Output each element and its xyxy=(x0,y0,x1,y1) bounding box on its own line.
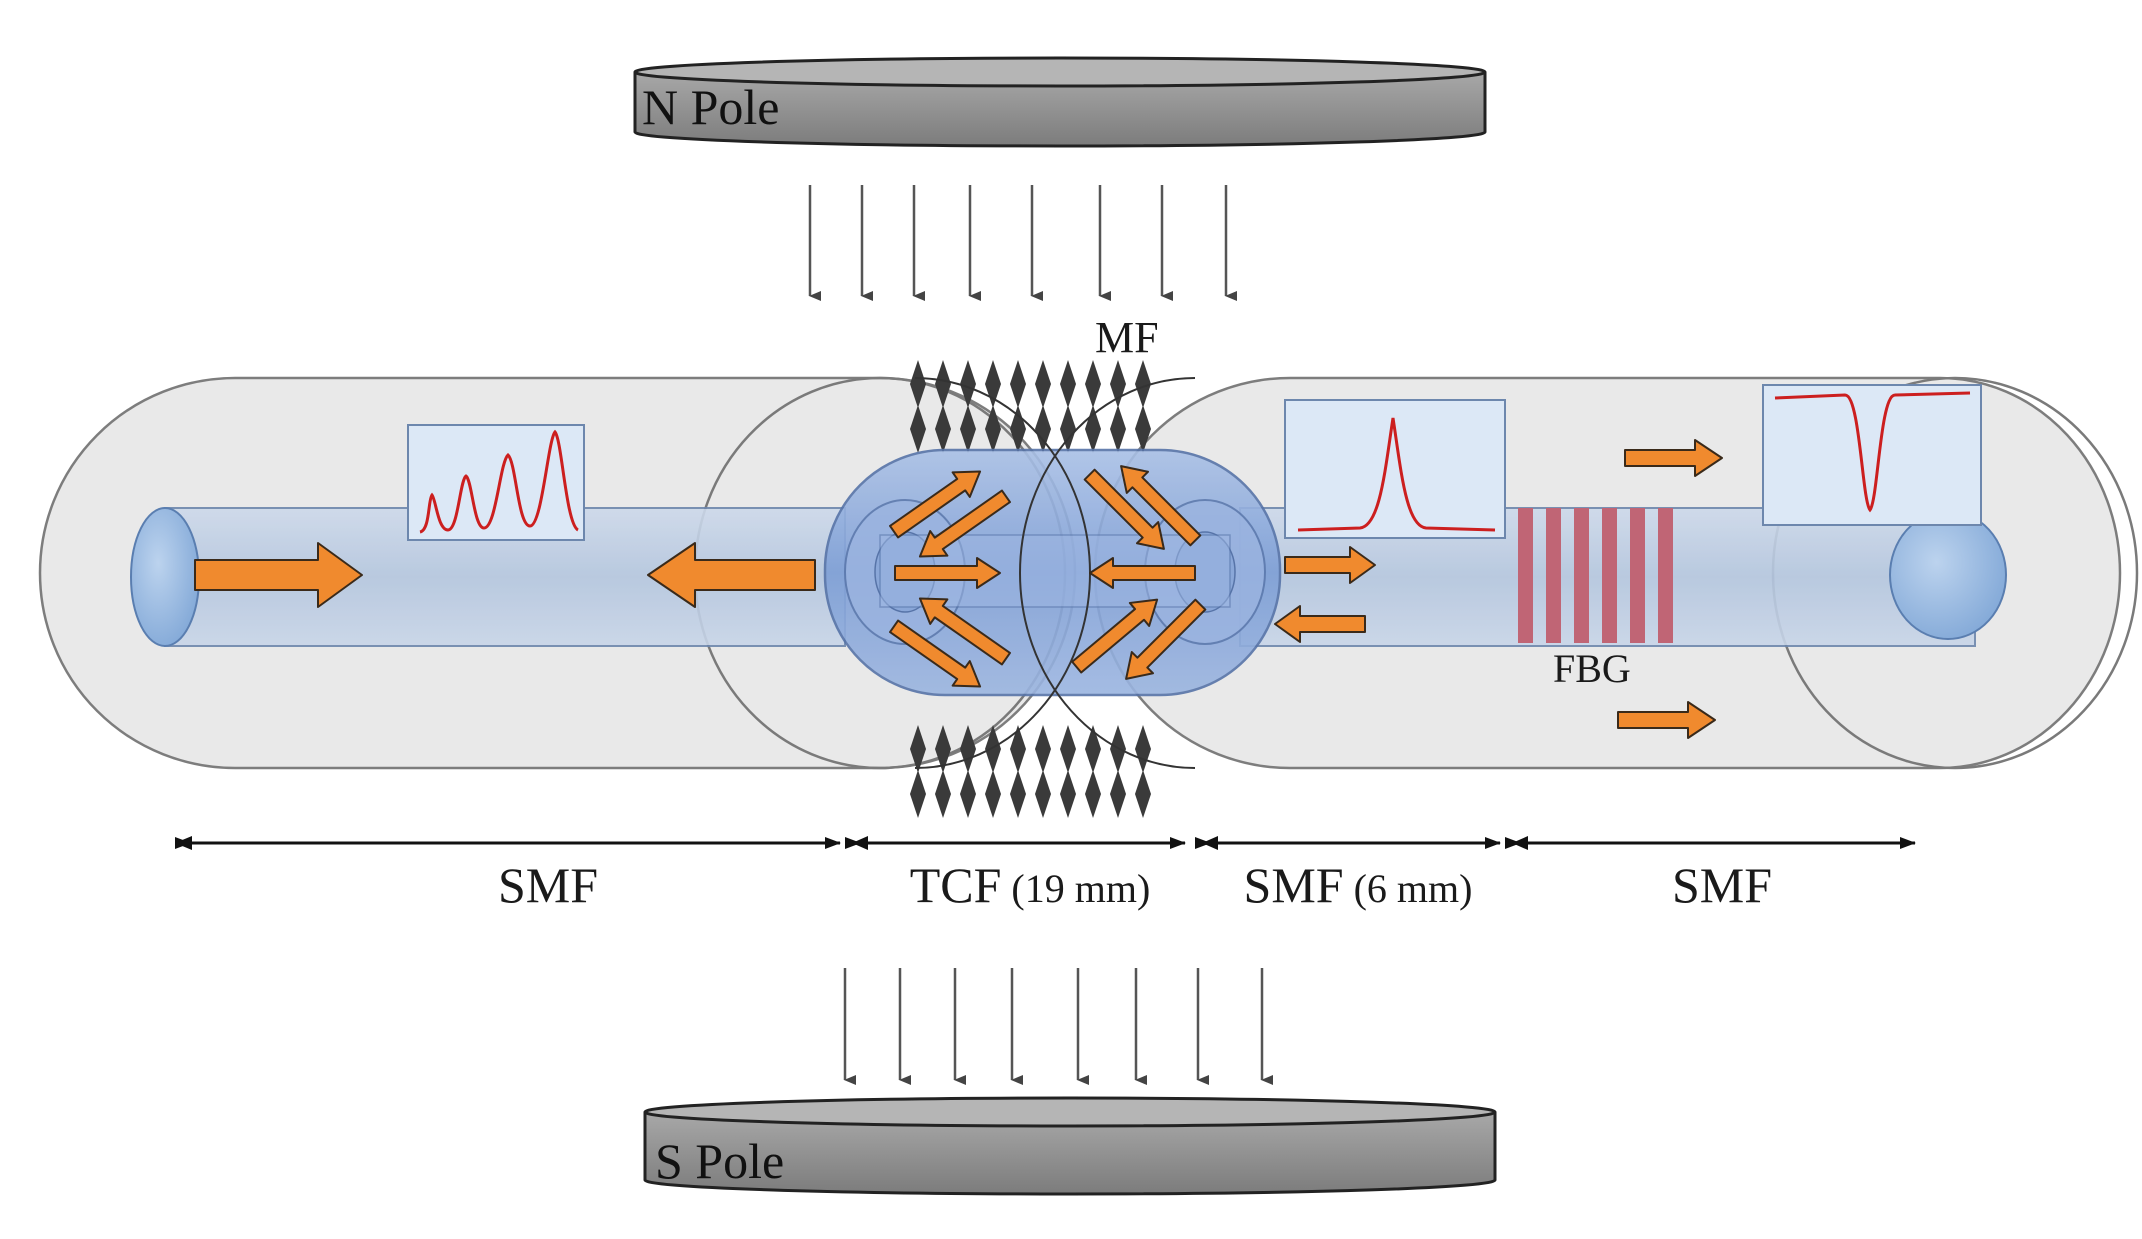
south-pole-label: S Pole xyxy=(655,1133,784,1189)
segment-length: (19 mm) xyxy=(1011,866,1150,911)
dimension-arrowheads-left xyxy=(175,836,1528,850)
field-lines-top xyxy=(808,185,1237,301)
light-propagation-arrow-icon xyxy=(194,542,363,608)
magnetic-fluid-particles-bottom xyxy=(910,725,1151,818)
light-propagation-arrow-icon xyxy=(1624,439,1723,477)
light-propagation-arrow-icon xyxy=(1125,598,1207,680)
light-propagation-arrow-icon xyxy=(1284,546,1376,584)
north-pole-magnet: N Pole xyxy=(633,56,1487,148)
dip-spectrum-inset xyxy=(1762,384,1982,526)
light-propagation-arrow-icon xyxy=(1083,468,1165,550)
segment-label-smf-left: SMF xyxy=(498,857,598,913)
fiber-end-face xyxy=(1889,510,2007,640)
peak-spectrum-inset xyxy=(1284,399,1506,539)
segment-labels: SMF TCF(19 mm) SMF(6 mm) SMF xyxy=(498,857,1772,913)
segment-name: TCF xyxy=(910,857,1002,913)
segment-label-smf-6mm: SMF(6 mm) xyxy=(1244,857,1473,913)
segment-label-tcf: TCF(19 mm) xyxy=(910,857,1151,913)
light-arrows xyxy=(194,439,1723,739)
south-pole-magnet: S Pole xyxy=(643,1096,1497,1196)
segment-length: (6 mm) xyxy=(1354,866,1473,911)
light-propagation-arrow-icon xyxy=(889,619,982,688)
fbg-grating xyxy=(1518,508,1673,643)
light-propagation-arrow-icon xyxy=(894,557,1001,589)
light-propagation-arrow-icon xyxy=(1274,605,1366,643)
comb-spectrum-inset xyxy=(407,424,585,541)
light-propagation-arrow-icon xyxy=(918,597,1011,666)
light-propagation-arrow-icon xyxy=(1617,701,1716,739)
light-propagation-arrow-icon xyxy=(889,470,982,539)
segment-label-smf-right: SMF xyxy=(1672,857,1772,913)
tcf-section xyxy=(823,448,1282,697)
light-propagation-arrow-icon xyxy=(1071,598,1159,674)
field-lines-bottom xyxy=(843,968,1273,1085)
light-propagation-arrow-icon xyxy=(1120,465,1202,547)
segment-name: SMF xyxy=(1244,857,1344,913)
light-propagation-arrow-icon xyxy=(647,542,816,608)
light-propagation-arrow-icon xyxy=(1089,557,1196,589)
north-pole-label: N Pole xyxy=(642,79,780,135)
fiber-end-face xyxy=(130,507,200,647)
magnetic-fluid-label: MF xyxy=(1095,313,1159,362)
fbg-label: FBG xyxy=(1553,646,1631,691)
light-propagation-arrow-icon xyxy=(918,489,1011,558)
